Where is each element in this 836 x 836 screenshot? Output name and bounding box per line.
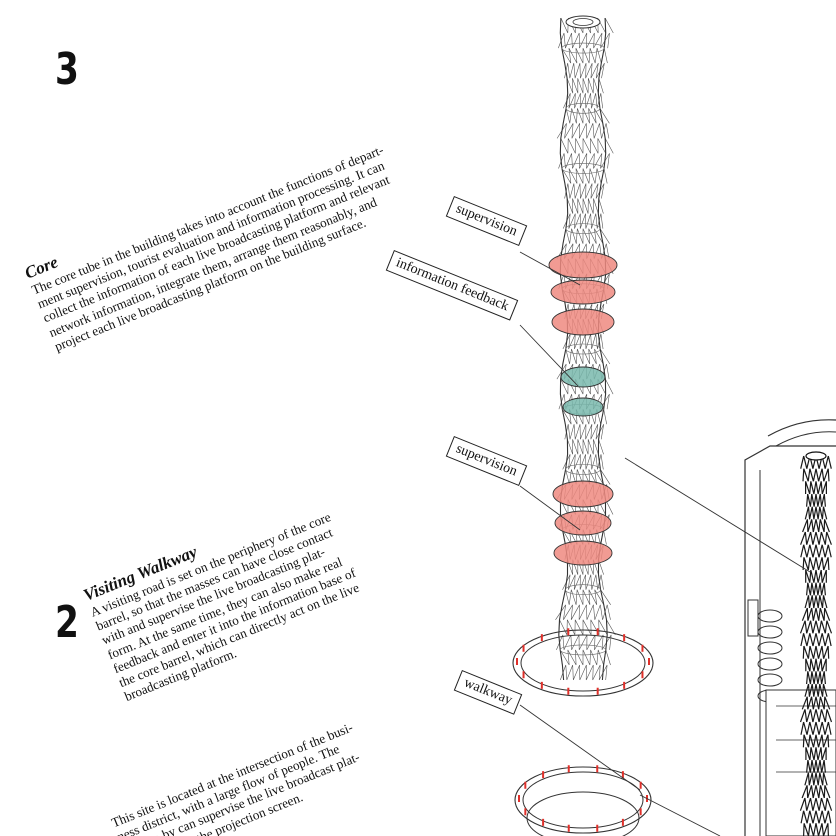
- supervision-disc-1: [548, 251, 618, 279]
- section-number-2: 2: [55, 597, 79, 648]
- mini-core-lattice: [799, 455, 833, 836]
- walkway-rings: [512, 628, 654, 836]
- walkway-ring-upper-outer: [512, 629, 654, 697]
- leader-supervision-mid: [519, 485, 581, 531]
- leader-information-feedback: [519, 324, 579, 387]
- leader-walkway-lower: [639, 794, 721, 836]
- building-coil: [757, 657, 783, 671]
- walkway-ring-lower-inner: [522, 771, 644, 829]
- building-coil: [757, 641, 783, 655]
- building-section: [744, 419, 836, 836]
- supervision-disc-4: [552, 480, 614, 508]
- building-coil: [757, 673, 783, 687]
- supervision-disc-5: [554, 510, 612, 536]
- section-number-3: 3: [55, 44, 79, 95]
- building-wall-outer: [744, 445, 836, 836]
- core-floor-ring: [565, 584, 601, 596]
- core-top-rim: [565, 15, 601, 29]
- core-tube-lattice: [555, 15, 616, 681]
- supervision-disc-2: [550, 279, 616, 305]
- core-floor-ring: [559, 644, 607, 656]
- core-floor-ring: [561, 163, 605, 174]
- core-floor-ring: [565, 343, 601, 355]
- supervision-disc-3: [551, 308, 615, 336]
- leader-core-to-building: [624, 457, 811, 573]
- supervision-disc-6: [553, 540, 613, 566]
- core-outline-left: [558, 17, 569, 681]
- walkway-ring-upper-inner: [520, 634, 646, 692]
- walkway-ring-lower-base: [526, 791, 640, 836]
- building-coil: [757, 609, 783, 623]
- core-floor-ring: [565, 102, 601, 114]
- building-bracket: [747, 599, 759, 637]
- feedback-disc-1: [560, 366, 606, 388]
- building-roof-arc-2: [775, 431, 836, 447]
- building-coil: [757, 625, 783, 639]
- core-floor-ring: [565, 464, 601, 475]
- leader-supervision-top: [519, 251, 581, 286]
- leader-lines: [519, 251, 811, 836]
- building-lower-block: [765, 689, 836, 836]
- building-roof-arc-1: [767, 419, 836, 437]
- core-floor-ring: [565, 223, 601, 234]
- walkway-ring-lower-outer: [514, 766, 652, 834]
- leader-walkway: [519, 704, 641, 791]
- mini-core-top: [805, 451, 827, 461]
- floor-discs: [548, 251, 618, 566]
- core-top-inner: [572, 18, 594, 26]
- feedback-disc-2: [562, 397, 604, 417]
- core-floor-ring: [561, 42, 605, 54]
